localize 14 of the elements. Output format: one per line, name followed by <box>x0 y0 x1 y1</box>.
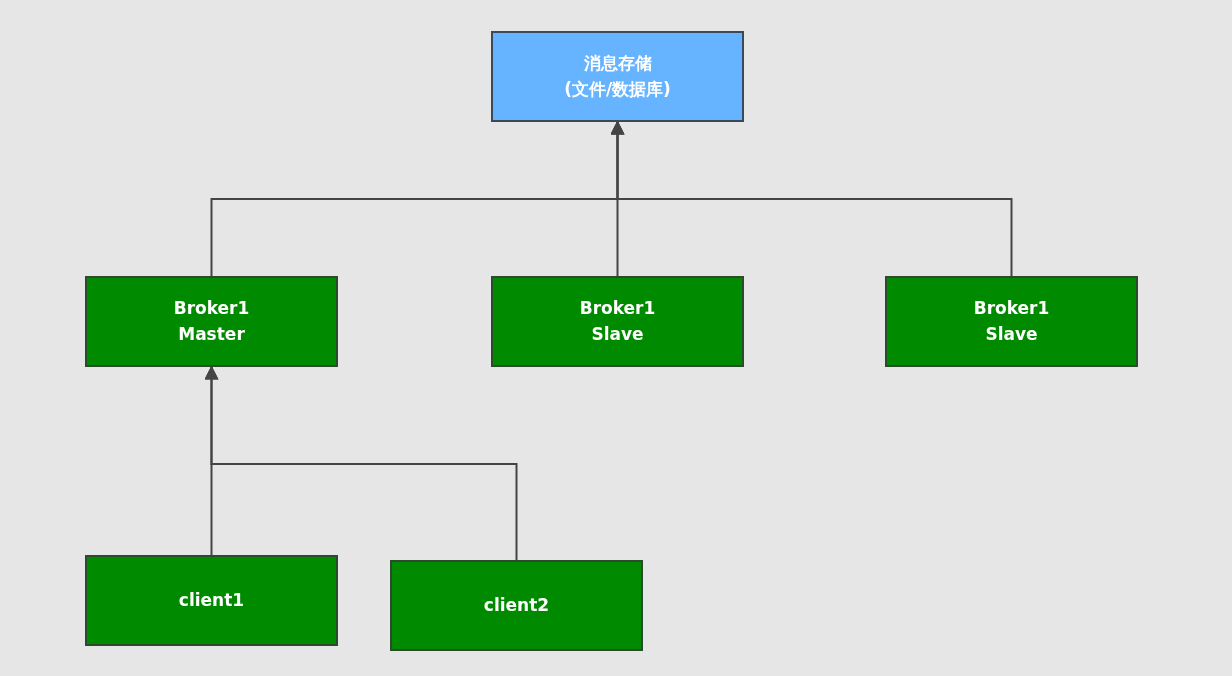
box-label: 消息存储 <box>583 52 652 75</box>
box-label: Broker1 Master <box>173 297 250 346</box>
box-label: (文件/数据库) <box>564 77 671 101</box>
arrow <box>204 365 518 561</box>
storage-box <box>491 31 744 122</box>
box-label: Broker1 Slave <box>579 297 656 346</box>
process-box <box>390 560 643 651</box>
process-box <box>491 276 744 367</box>
process-box <box>85 276 338 367</box>
box-label: client1 <box>178 588 245 612</box>
box-label: client2 <box>483 593 550 617</box>
box-label: Broker1 Slave <box>973 297 1050 346</box>
process-box <box>85 555 338 646</box>
process-box <box>885 276 1138 367</box>
